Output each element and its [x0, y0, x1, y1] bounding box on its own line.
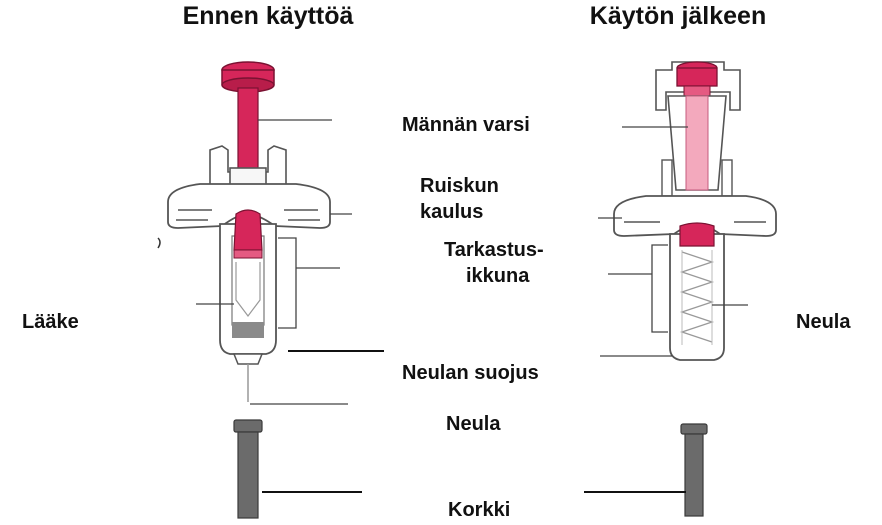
plunger-rod-after: [685, 95, 709, 191]
label-needle-center: Neula: [446, 413, 501, 435]
syringe-before-use: [157, 61, 331, 519]
label-syringe-collar-line2: kaulus: [420, 201, 483, 223]
plunger-head-before: [221, 61, 275, 93]
title-after-use: Käytön jälkeen: [590, 2, 766, 30]
label-needle-guard: Neulan suojus: [402, 362, 539, 384]
label-cap: Korkki: [448, 499, 510, 521]
medicine-fill-before: [232, 322, 264, 338]
finger-flange-before: [167, 183, 331, 229]
label-plunger-rod: Männän varsi: [402, 114, 530, 136]
label-inspection-window-line1: Tarkastus-: [444, 239, 544, 261]
plunger-head-after: [676, 61, 718, 97]
label-inspection-window-line2: ikkuna: [466, 265, 530, 287]
syringe-after-use: [613, 61, 777, 517]
spring-after: [679, 251, 715, 343]
label-needle-right: Neula: [796, 311, 851, 333]
syringe-barrel-after: [669, 222, 725, 361]
label-syringe-collar-line1: Ruiskun: [420, 175, 499, 197]
finger-flange-after: [613, 195, 777, 237]
cap-before: [233, 419, 263, 519]
leader-lines: [196, 119, 748, 493]
label-medicine: Lääke: [22, 311, 79, 333]
cap-after: [680, 423, 708, 517]
syringe-barrel-before: [219, 209, 277, 402]
title-before-use: Ennen käyttöä: [183, 2, 354, 30]
plunger-rod-before: [237, 87, 259, 175]
